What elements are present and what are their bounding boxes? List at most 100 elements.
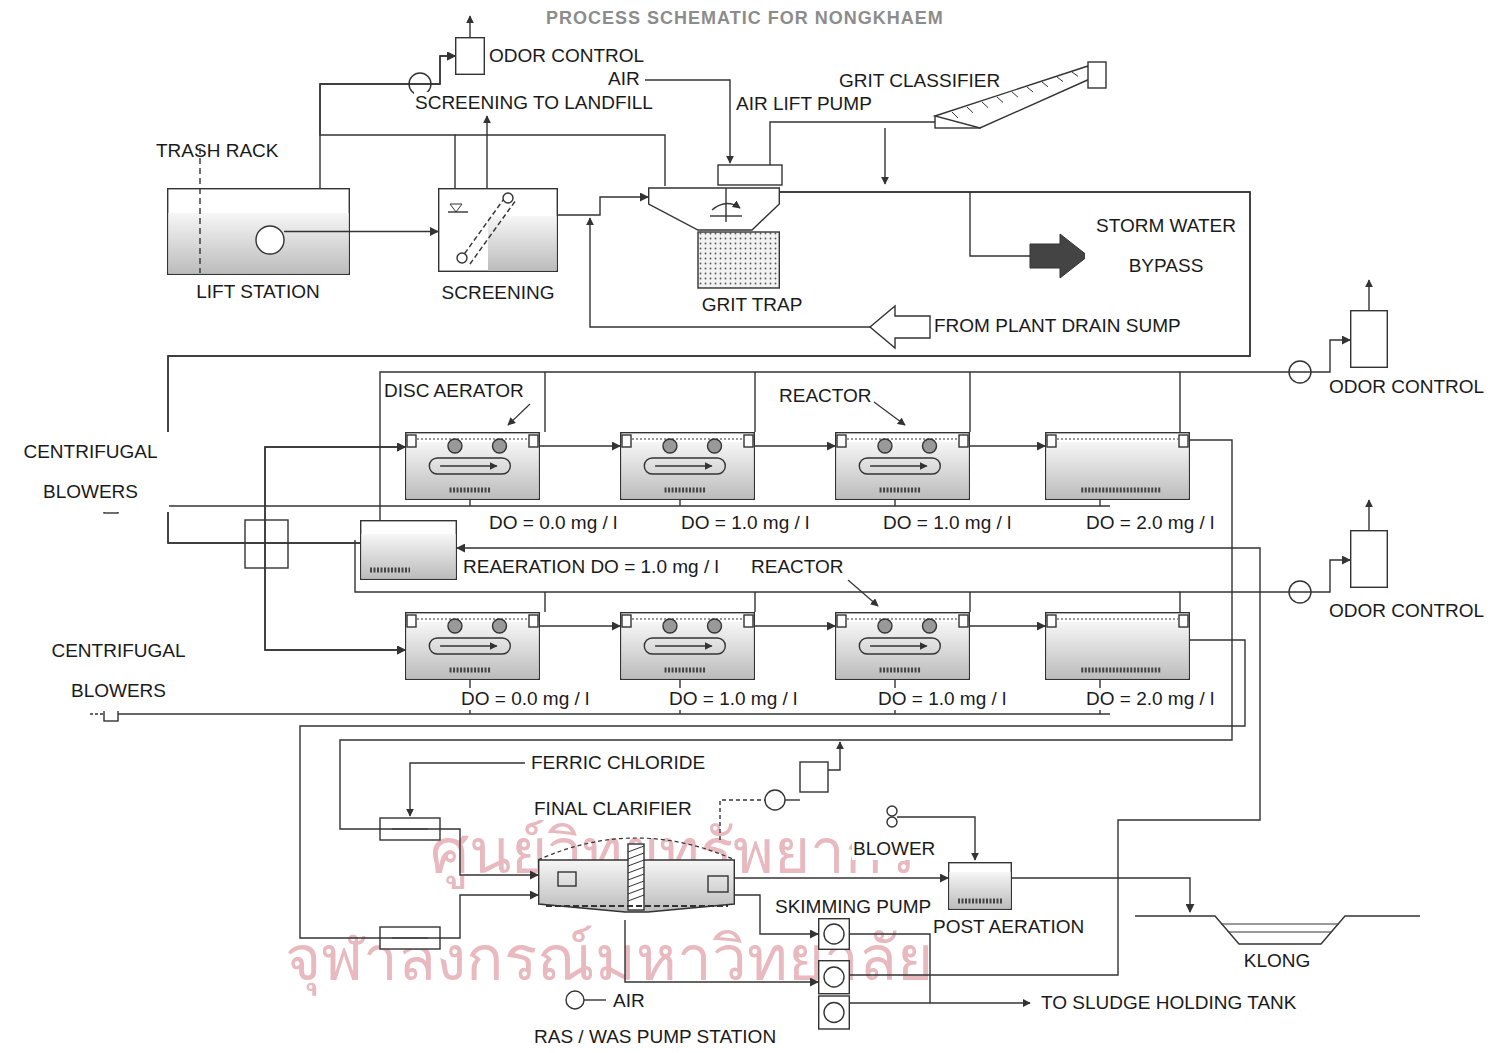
canal-water <box>1229 932 1331 933</box>
flow-note: SCREENING TO LANDFILL <box>414 92 654 114</box>
disc-aerator <box>708 439 722 453</box>
air-label: AIR <box>612 990 646 1012</box>
shape-outline <box>455 37 485 75</box>
odor-duct <box>544 372 545 432</box>
air-intake <box>90 713 104 714</box>
center-column <box>628 844 644 910</box>
shape-outline <box>818 960 850 1030</box>
water-fill <box>949 872 1010 909</box>
flow-connector <box>457 548 1260 975</box>
rotation-arrow <box>712 203 740 210</box>
outlet-box <box>959 435 968 447</box>
chemical-line <box>410 763 525 816</box>
pipe-line <box>284 231 350 232</box>
disc-aerator <box>493 439 507 453</box>
shape-drawing <box>1135 912 1420 946</box>
node-label: ODOR CONTROL <box>1328 600 1485 622</box>
exhaust-arrow <box>1368 280 1369 310</box>
water-fill <box>361 534 455 579</box>
reactor-tank: DO = 0.0 mg / l <box>405 432 540 500</box>
node-label: KLONG <box>1243 950 1312 972</box>
inlet-box <box>407 615 416 627</box>
odor-fan <box>765 790 785 810</box>
water-surface <box>1057 619 1178 620</box>
column-hatch <box>628 881 644 887</box>
tank-outline <box>621 433 755 500</box>
disc-aerator <box>878 619 892 633</box>
odor-control-unit <box>1351 311 1388 368</box>
bar-screen-rake <box>470 200 516 264</box>
tank-outline <box>949 863 1012 910</box>
diffuser-grid <box>450 488 491 493</box>
screening-chamber: SCREENING <box>438 188 558 272</box>
shape-outline <box>438 188 558 272</box>
shape-outline <box>620 432 755 500</box>
label-text: TRASH RACK <box>155 140 279 162</box>
water-level-symbol <box>450 204 462 212</box>
water-surface <box>1057 439 1178 440</box>
flow-connector <box>320 56 455 188</box>
bar-screen-rake <box>460 196 506 260</box>
disc-aerator <box>448 619 462 633</box>
reactor-tank: DO = 1.0 mg / l <box>835 432 970 500</box>
outlet-box <box>529 435 538 447</box>
node-label: FINAL CLARIFIER <box>533 798 693 820</box>
reactor-tank: DO = 1.0 mg / l <box>835 612 970 680</box>
pump-symbol <box>256 226 284 254</box>
water-fill <box>836 442 968 499</box>
flow-channel <box>859 458 940 474</box>
column-hatch <box>628 867 644 873</box>
diffuser-grid <box>665 668 706 673</box>
leader-line <box>848 580 878 606</box>
rake-sprocket <box>457 253 467 263</box>
disc-aerator <box>923 439 937 453</box>
shape-outline <box>167 188 350 275</box>
disc-aerator <box>878 439 892 453</box>
flow-note: TO SLUDGE HOLDING TANK <box>1040 992 1298 1014</box>
node-label: ODOR CONTROL <box>1328 376 1485 398</box>
shape-drawing <box>1350 310 1388 368</box>
pipe-line <box>590 218 870 327</box>
drain-arrow <box>870 306 930 348</box>
column-hatch <box>628 853 644 859</box>
classifier-screw <box>1042 82 1048 87</box>
reactor-tank: DO = 1.0 mg / l <box>620 432 755 500</box>
flow-connector <box>625 920 818 982</box>
disc-aerator <box>493 619 507 633</box>
flow-arrow <box>655 465 712 466</box>
reactor-tank: DO = 1.0 mg / l <box>620 612 755 680</box>
effluent-weir <box>708 876 728 892</box>
exhaust-arrow <box>1368 500 1369 530</box>
inlet-box <box>837 435 846 447</box>
node-label: SCREENING <box>441 282 556 304</box>
shape-drawing <box>405 432 540 500</box>
water-surface <box>847 439 958 440</box>
air-blower-symbol <box>566 991 584 1009</box>
shape-outline <box>538 838 735 920</box>
shape-outline <box>1350 530 1388 588</box>
exhaust-arrow <box>469 16 470 37</box>
flow-note: STORM WATER BYPASS <box>1085 206 1247 286</box>
odor-control: ODOR CONTROL <box>455 37 485 75</box>
column-hatch <box>628 874 644 880</box>
scraper-arm <box>546 905 728 907</box>
node-label: SKIMMING PUMP <box>774 896 932 918</box>
tank-outline <box>168 189 350 275</box>
outlet-box <box>744 615 753 627</box>
odor-duct <box>754 592 755 612</box>
shape-drawing <box>620 612 755 680</box>
shape-outline <box>835 432 970 500</box>
reaeration-tank: REAERATION DO = 1.0 mg / l <box>360 520 457 580</box>
exhaust-arrow <box>828 742 840 770</box>
shape-drawing <box>438 188 558 272</box>
node-label: GRIT TRAP <box>701 294 804 316</box>
odor-control: ODOR CONTROL <box>1350 310 1388 368</box>
reactor-tank: DO = 0.0 mg / l <box>405 612 540 680</box>
water-fill <box>168 213 348 274</box>
air-line <box>1099 500 1100 506</box>
pump-symbol <box>824 924 844 944</box>
mixer-shaft <box>725 188 726 222</box>
flow-arrow <box>870 645 927 646</box>
feed-well <box>558 872 576 886</box>
shape-drawing <box>405 612 540 680</box>
